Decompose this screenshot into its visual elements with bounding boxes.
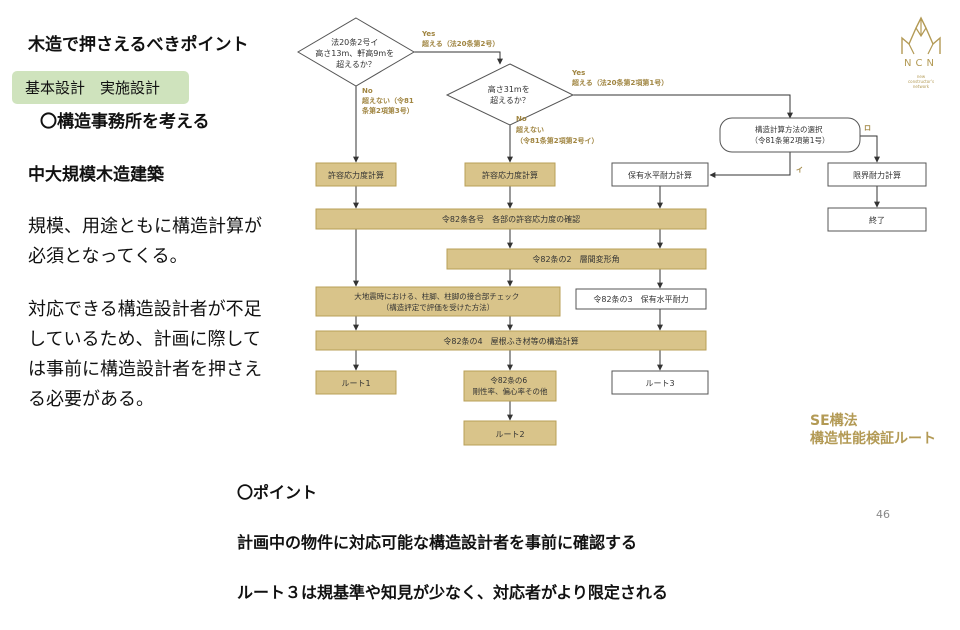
ro-label: ロ: [864, 124, 871, 132]
route2-box: [463, 420, 557, 446]
route1-label: ルート1: [341, 379, 370, 388]
diamond2-label: 高さ31mを 超えるか？: [488, 84, 533, 105]
route2-label: ルート2: [495, 430, 524, 439]
yes1-word: Yes: [421, 30, 435, 38]
art82-3-label: 令82条の3 保有水平耐力: [593, 294, 688, 304]
no2-detail2: （令81条第2項第2号イ）: [516, 136, 598, 145]
art82-2-label: 令82条の2 層間変形角: [532, 254, 619, 264]
diamond1-line2: 高さ13m、軒高9mを: [315, 48, 394, 58]
se-method-caption: SE構法 構造性能検証ルート: [810, 413, 936, 447]
art82-6-label: 令82条の6 剛性率、偏心率その他: [473, 375, 548, 396]
art82-2-box: [446, 248, 707, 270]
decision-diamond-height13: [297, 17, 415, 87]
decision-diamond-height31: [445, 63, 575, 126]
method-select-box: [719, 117, 861, 153]
diamond1-label: 法20条2号イ 高さ13m、軒高9mを 超えるか？: [315, 37, 396, 69]
art82-4-label: 令82条の4 屋根ふき材等の構造計算: [443, 336, 578, 346]
method-select-line2: （令81条第2項第1号）: [750, 135, 829, 145]
paragraph-shortage: 対応できる構造設計者が不足 しているため、計画に際して は事前に構造設計者を押さ…: [28, 299, 262, 410]
section-heading: 中大規模木造建築: [28, 165, 164, 185]
no2-word: No: [516, 115, 527, 123]
horizontal-cap-label: 保有水平耐力計算: [628, 170, 692, 180]
allow-calc-box-2: [464, 162, 556, 187]
diamond2-line1: 高さ31mを: [488, 84, 530, 94]
route3-box: [611, 370, 709, 395]
horizontal-cap-box: [611, 162, 709, 187]
method-select-label: 構造計算方法の選択 （令81条第2項第1号）: [750, 124, 829, 145]
paragraph-requirement: 規模、用途ともに構造計算が 必須となってくる。: [28, 216, 262, 267]
diamond1-line1: 法20条2号イ: [331, 37, 378, 47]
art82-3-box: [575, 288, 707, 310]
point-title: 〇ポイント: [237, 483, 318, 502]
no2-detail1: 超えない: [516, 125, 544, 134]
limit-calc-label: 限界耐力計算: [853, 170, 901, 180]
no1-detail2: 条第2項第3号）: [361, 106, 414, 115]
end-label: 終了: [869, 215, 885, 225]
limit-calc-box: [827, 162, 927, 187]
yes1-detail: 超える（法20条第2号）: [422, 39, 499, 48]
connector-lines: [353, 51, 880, 421]
allow-calc-2-label: 許容応力度計算: [482, 170, 538, 180]
tree-logo-icon: [901, 16, 941, 55]
diamond1-line3: 超えるか？: [336, 59, 376, 69]
diamond2-line2: 超えるか？: [490, 95, 530, 105]
no1-detail1: 超えない（令81: [362, 96, 414, 105]
route1-box: [315, 370, 397, 395]
yes1-label: Yes 超える（法20条第2号）: [421, 30, 499, 48]
allow-calc-box-1: [315, 162, 397, 187]
logo-subtitle: new constructor's network: [907, 74, 935, 89]
no2-label: No 超えない （令81条第2項第2号イ）: [516, 115, 598, 145]
earthquake-line1: 大地震時における、柱脚、柱脚の接合部チェック: [354, 291, 519, 301]
art82-6-line1: 令82条の6: [490, 375, 527, 385]
art82-label: 令82条各号 各部の許容応力度の確認: [442, 214, 580, 224]
logo-letters: NCN: [904, 58, 938, 69]
art82-6-box: [463, 370, 557, 402]
art82-box: [315, 208, 707, 230]
no1-label: No 超えない（令81 条第2項第3号）: [361, 87, 416, 115]
yes2-label: Yes 超える（法20条第2項第1号）: [571, 69, 668, 87]
page-number: 46: [876, 508, 890, 521]
no1-word: No: [362, 87, 373, 95]
earthquake-check-box: [315, 286, 561, 317]
yes2-detail: 超える（法20条第2項第1号）: [572, 78, 668, 87]
subheading: 〇構造事務所を考える: [40, 112, 210, 132]
allow-calc-1-label: 許容応力度計算: [328, 170, 384, 180]
art82-6-line2: 剛性率、偏心率その他: [473, 386, 548, 396]
earthquake-line2: （構造評定で評価を受けた方法）: [382, 302, 495, 312]
route3-label: ルート3: [645, 379, 674, 388]
point-line-2: ルート３は規基準や知見が少なく、対応者がより限定される: [237, 583, 668, 602]
ncn-logo: NCN new constructor's network: [896, 14, 946, 94]
method-select-line1: 構造計算方法の選択: [755, 124, 823, 134]
i-label: イ: [796, 166, 803, 174]
design-phase-tag: 基本設計 実施設計: [12, 71, 189, 104]
end-box: [827, 207, 927, 232]
art82-4-box: [315, 330, 707, 351]
earthquake-check-label: 大地震時における、柱脚、柱脚の接合部チェック （構造評定で評価を受けた方法）: [354, 291, 521, 312]
slide-title: 木造で押さえるべきポイント: [28, 35, 249, 55]
yes2-word: Yes: [571, 69, 585, 77]
structural-route-flowchart: 法20条2号イ 高さ13m、軒高9mを 超えるか？ 高さ31mを 超えるか？ Y…: [297, 17, 927, 446]
